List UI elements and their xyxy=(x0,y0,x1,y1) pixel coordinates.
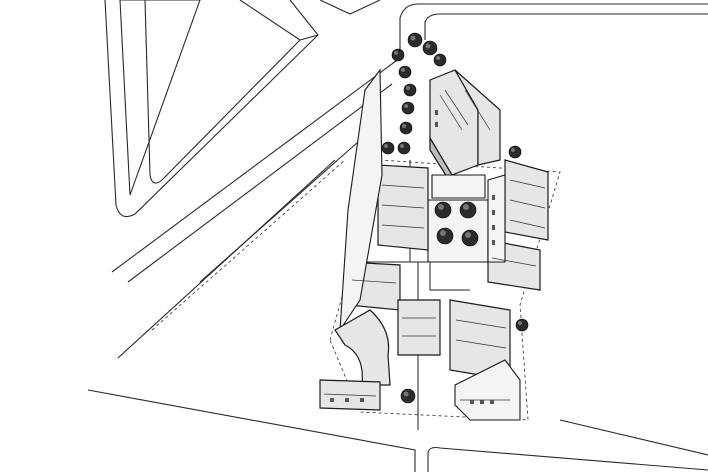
site-boundary-west xyxy=(151,159,346,331)
tree xyxy=(398,65,412,79)
tree xyxy=(391,48,405,62)
tree xyxy=(399,121,413,135)
avenue-northwest xyxy=(111,57,401,273)
tree xyxy=(515,318,529,332)
street-northeast xyxy=(399,3,708,60)
street-network xyxy=(87,0,708,472)
building-details xyxy=(323,89,546,404)
tree xyxy=(422,40,438,56)
southeast-tower xyxy=(454,359,521,421)
avenue-northwest-2 xyxy=(127,83,393,283)
tree xyxy=(401,101,415,115)
tree xyxy=(397,141,411,155)
street-east xyxy=(559,419,708,456)
west-slab xyxy=(339,68,383,333)
west-block-upper xyxy=(377,164,429,251)
trees xyxy=(381,32,529,404)
traffic-island-outer xyxy=(119,0,201,196)
tree xyxy=(436,227,454,245)
north-row-houses xyxy=(454,69,501,166)
avenue-southwest-2 xyxy=(199,141,359,283)
tree xyxy=(508,145,522,159)
tree xyxy=(461,229,479,247)
central-tower xyxy=(487,174,506,263)
tree xyxy=(403,83,417,97)
street-northeast-2 xyxy=(424,13,708,40)
tree xyxy=(433,53,447,67)
central-south-block xyxy=(397,299,441,356)
traffic-island-road-top xyxy=(239,0,319,41)
tree xyxy=(434,201,452,219)
street-south xyxy=(87,389,416,472)
tree xyxy=(381,141,395,155)
tree xyxy=(400,388,416,404)
tree xyxy=(407,32,423,48)
traffic-island-road-inner xyxy=(144,0,301,184)
southwest-crescent xyxy=(334,309,391,386)
tree xyxy=(459,201,477,219)
courtyard-pavilion xyxy=(431,174,486,199)
street-south-2 xyxy=(427,446,708,472)
traffic-island-road-left xyxy=(104,0,319,218)
street-corner-top xyxy=(319,0,381,15)
